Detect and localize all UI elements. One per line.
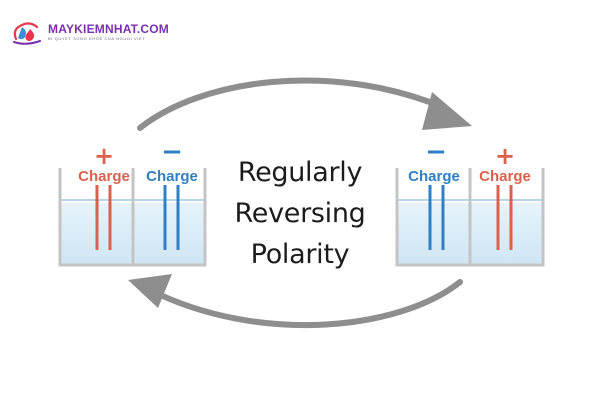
curved-arrow-right-icon — [137, 77, 472, 131]
title-line-3: Polarity — [250, 239, 350, 270]
right-tank-right-label: Charge — [479, 168, 531, 185]
right-tank-negative-sign: − — [425, 137, 447, 167]
title-line-1: Regularly — [237, 157, 363, 188]
title-line-2: Reversing — [234, 198, 366, 229]
right-tank-positive-sign: + — [494, 142, 516, 170]
left-tank-right-label: Charge — [146, 168, 198, 185]
logo-name: MAYKIEMNHAT.COM — [48, 21, 170, 36]
curved-arrow-left-icon — [128, 274, 463, 329]
center-title: Regularly Reversing Polarity — [210, 152, 390, 275]
left-tank-positive-sign: + — [93, 142, 115, 170]
left-tank-left-label: Charge — [78, 168, 130, 185]
left-tank — [58, 168, 207, 267]
water-drop-logo-icon — [13, 22, 41, 45]
right-tank — [395, 168, 545, 267]
logo-tagline: BI QUYET SONG KHOE CUA NGUOI VIET — [48, 35, 146, 41]
site-logo[interactable]: MAYKIEMNHAT.COM BI QUYET SONG KHOE CUA N… — [10, 14, 169, 50]
right-tank-left-label: Charge — [408, 168, 460, 185]
left-tank-negative-sign: − — [161, 137, 183, 167]
